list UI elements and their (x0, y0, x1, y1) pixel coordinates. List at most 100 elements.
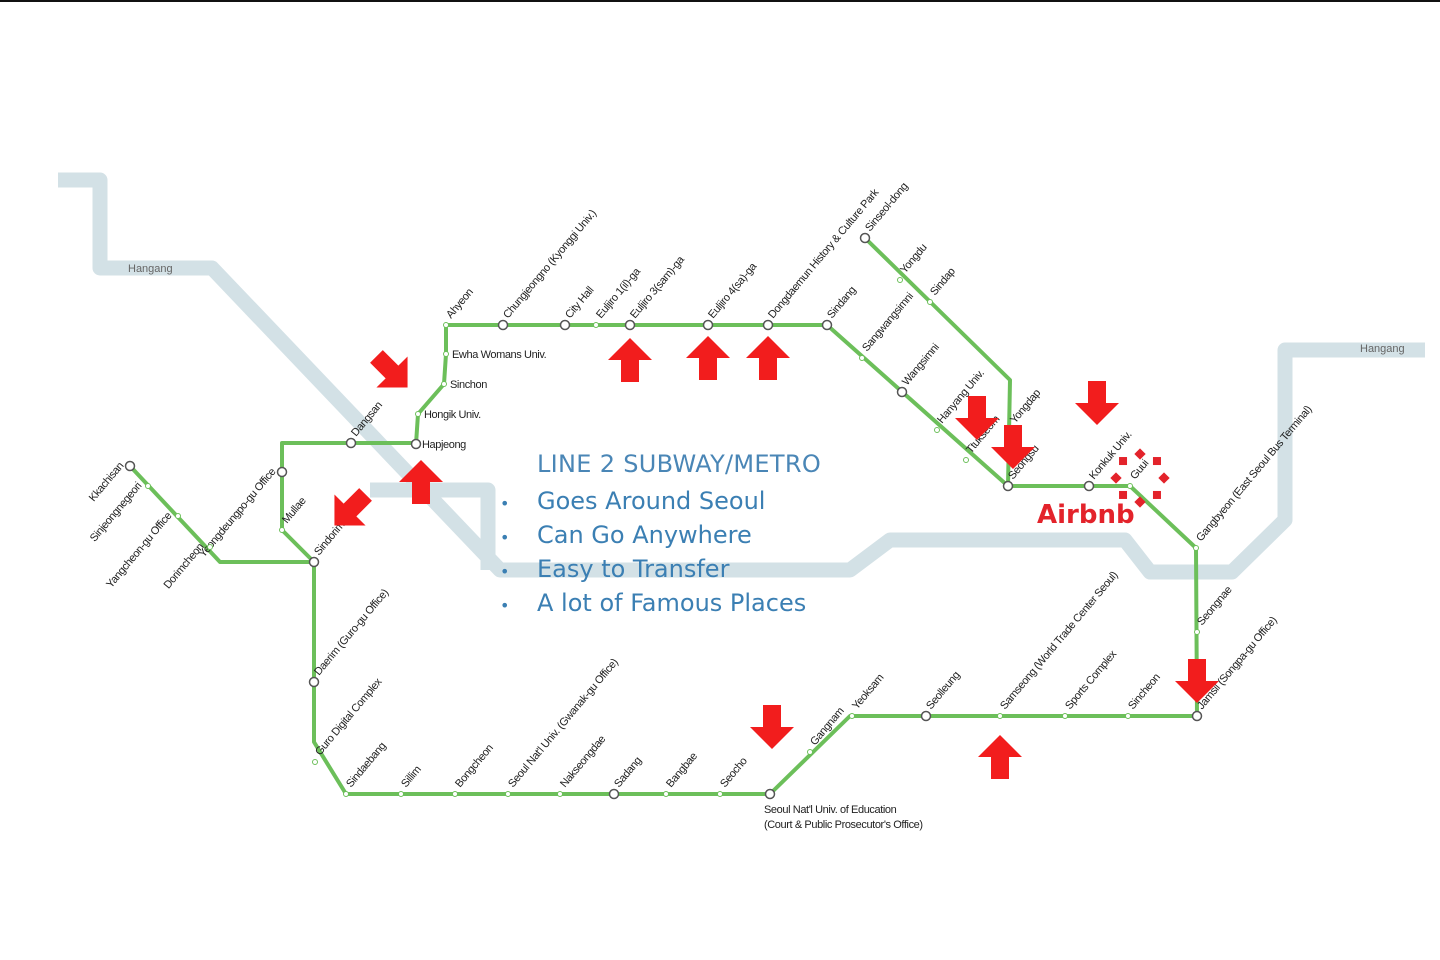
station[interactable]: Sinseol-dong (859, 180, 911, 244)
station[interactable]: Seongnae (1194, 584, 1235, 635)
station-marker[interactable] (963, 457, 969, 463)
station[interactable]: Sindang (821, 284, 859, 331)
station[interactable]: Sindorim (308, 519, 348, 568)
station-marker[interactable] (821, 319, 833, 331)
station-marker[interactable] (717, 791, 723, 797)
station-marker[interactable] (312, 759, 318, 765)
info-bullets: •Goes Around Seoul •Can Go Anywhere •Eas… (500, 484, 821, 620)
highlight-arrows (334, 336, 1219, 779)
station-marker[interactable] (608, 788, 620, 800)
station-marker[interactable] (559, 319, 571, 331)
station[interactable]: Ewha Womans Univ. (443, 349, 547, 361)
station-marker[interactable] (764, 788, 776, 800)
station-marker[interactable] (1127, 483, 1133, 489)
station-label: Daerim (Guro-gu Office) (312, 587, 391, 678)
station[interactable]: Euljiro 3(sam)-ga (624, 253, 688, 331)
station-marker[interactable] (308, 556, 320, 568)
station-marker[interactable] (593, 322, 599, 328)
station[interactable]: Wangsimni (896, 342, 942, 398)
station[interactable]: Chungjeongno (Kyonggi Univ.) (497, 208, 599, 331)
station-marker[interactable] (124, 460, 136, 472)
airbnb-label: Airbnb (1037, 500, 1135, 530)
station-marker[interactable] (1083, 480, 1095, 492)
station-marker[interactable] (1002, 480, 1014, 492)
station-marker[interactable] (859, 232, 871, 244)
station[interactable]: Ahyeon (443, 286, 476, 328)
station[interactable]: Hapjeong (410, 438, 467, 451)
marker-dot-icon (1134, 496, 1146, 508)
station[interactable]: Seoul Nat'l Univ. of Education (764, 788, 897, 817)
station-marker[interactable] (997, 713, 1003, 719)
station-marker[interactable] (934, 427, 940, 433)
station[interactable]: Dongdaemun History & Culture Park (762, 186, 882, 331)
station[interactable]: Konkuk Univ. (1083, 429, 1135, 492)
station-marker[interactable] (443, 351, 449, 357)
station[interactable]: City Hall (559, 285, 597, 331)
station-marker[interactable] (505, 791, 511, 797)
station[interactable]: Gangnam (807, 705, 847, 755)
station-marker[interactable] (557, 791, 563, 797)
station-marker[interactable] (849, 713, 855, 719)
station-marker[interactable] (1193, 545, 1199, 551)
station-label: Sindap (928, 266, 958, 298)
station[interactable]: Seocho (717, 755, 750, 797)
station[interactable]: Sindap (927, 266, 958, 305)
station-marker[interactable] (345, 437, 357, 449)
station-marker[interactable] (175, 513, 181, 519)
station-marker[interactable] (443, 322, 449, 328)
red-arrow-icon (955, 396, 999, 440)
station-marker[interactable] (1194, 629, 1200, 635)
station-marker[interactable] (807, 749, 813, 755)
station[interactable]: Sincheon (1125, 671, 1163, 719)
station-marker[interactable] (415, 411, 421, 417)
station-marker[interactable] (398, 791, 404, 797)
station[interactable]: Samseong (World Trade Center Seoul) (997, 569, 1121, 719)
station[interactable]: Yeoksam (849, 672, 887, 719)
station-marker[interactable] (145, 483, 151, 489)
red-arrow-icon (334, 488, 372, 526)
station[interactable]: Bongcheon (452, 742, 496, 797)
station-label: Sillim (399, 764, 424, 790)
station-marker[interactable] (410, 438, 422, 450)
station[interactable]: Seolleung (920, 669, 963, 722)
station-marker[interactable] (927, 299, 933, 305)
station-marker[interactable] (762, 319, 774, 331)
station[interactable]: Sindaebang (343, 740, 389, 797)
station-marker[interactable] (920, 710, 932, 722)
station-marker[interactable] (279, 527, 285, 533)
station[interactable]: Daerim (Guro-gu Office) (308, 587, 392, 688)
station-marker[interactable] (896, 386, 908, 398)
station-marker[interactable] (859, 355, 865, 361)
station[interactable]: Gangbyeon (East Seoul Bus Terminal) (1193, 404, 1315, 551)
station[interactable]: Euljiro 4(sa)-ga (702, 260, 760, 331)
station-marker[interactable] (343, 791, 349, 797)
station-marker[interactable] (1125, 713, 1131, 719)
station-marker[interactable] (497, 319, 509, 331)
station-marker[interactable] (441, 381, 447, 387)
station-marker[interactable] (702, 319, 714, 331)
station-marker[interactable] (897, 277, 903, 283)
station[interactable]: Sinchon (441, 379, 488, 391)
station-label: Sincheon (1126, 671, 1163, 712)
station[interactable]: Sports Complex (1062, 648, 1120, 719)
station-marker[interactable] (276, 466, 288, 478)
station-marker[interactable] (452, 791, 458, 797)
station-marker[interactable] (1062, 713, 1068, 719)
station-label: Bongcheon (453, 742, 496, 790)
station[interactable]: Sangwangsimni (859, 291, 916, 361)
station-marker[interactable] (1191, 710, 1203, 722)
station[interactable]: Hongik Univ. (415, 409, 482, 421)
station[interactable]: Sillim (398, 764, 424, 797)
station[interactable]: Nakseongdae (557, 733, 609, 797)
station[interactable]: Guui (1127, 458, 1152, 489)
red-arrow-icon (370, 350, 408, 388)
station-marker[interactable] (663, 791, 669, 797)
station-marker[interactable] (624, 319, 636, 331)
station-label: Sinchon (450, 379, 487, 391)
station-marker[interactable] (207, 544, 213, 550)
station[interactable]: Bangbae (663, 750, 700, 797)
station[interactable]: Sadang (608, 755, 645, 800)
sinjeong-branch (128, 464, 314, 564)
station[interactable]: Dorimcheon (162, 541, 213, 591)
station-marker[interactable] (308, 676, 320, 688)
